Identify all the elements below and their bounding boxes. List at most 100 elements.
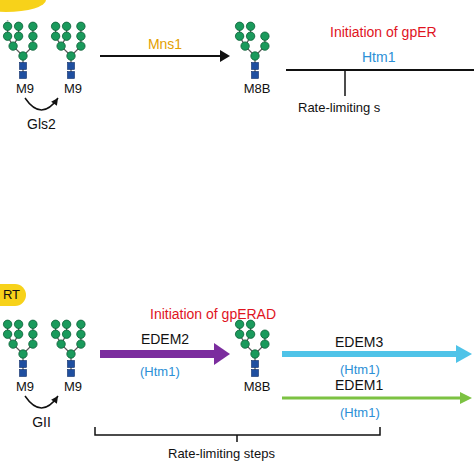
annotation-text: EDEM1 xyxy=(335,377,383,393)
mannose-circle xyxy=(77,340,85,348)
mannose-circle xyxy=(235,22,243,30)
mannose-circle xyxy=(246,32,254,40)
edem1-arrow xyxy=(282,397,460,400)
annotation-text: EDEM3 xyxy=(335,334,383,350)
mannose-circle xyxy=(241,42,249,50)
mannose-circle xyxy=(261,340,269,348)
glcnac-square xyxy=(252,72,259,79)
mannose-circle xyxy=(67,350,75,358)
annotation-text: Rate-limiting steps xyxy=(168,446,275,462)
mannose-circle xyxy=(261,32,269,40)
glcnac-square xyxy=(68,370,75,377)
glcnac-square xyxy=(20,63,27,70)
htm1-line xyxy=(286,69,474,71)
mannose-circle xyxy=(9,42,17,50)
mannose-circle xyxy=(19,350,27,358)
mannose-circle xyxy=(29,330,37,338)
glcnac-square xyxy=(68,63,75,70)
glycan-structure xyxy=(0,318,46,378)
glycan-node: M8B xyxy=(232,318,282,395)
mannose-circle xyxy=(19,52,27,60)
rate-limit-tick xyxy=(344,71,346,96)
glycan-node: M9 xyxy=(0,318,50,395)
glycan-label: M9 xyxy=(48,379,98,395)
mannose-circle xyxy=(29,320,37,328)
mannose-circle xyxy=(246,330,254,338)
glycan-node: M9 xyxy=(48,318,98,395)
annotation-text: (Htm1) xyxy=(340,405,380,421)
mannose-circle xyxy=(77,330,85,338)
annotation-text: Rate-limiting s xyxy=(298,100,380,116)
arrowhead xyxy=(220,50,230,62)
annotation-text: Initiation of gpER xyxy=(330,24,437,40)
mannose-circle xyxy=(77,42,85,50)
glycan-label: M8B xyxy=(232,81,282,97)
glycan-structure xyxy=(48,318,94,378)
edge-label: Gls2 xyxy=(27,116,56,132)
edge-label: EDEM2 xyxy=(141,331,189,347)
mannose-circle xyxy=(3,32,11,40)
er-membrane-box: RT xyxy=(0,284,26,306)
arrowhead xyxy=(214,343,230,365)
mannose-circle xyxy=(241,340,249,348)
glcnac-square xyxy=(20,72,27,79)
mannose-circle xyxy=(62,22,70,30)
glycan-structure xyxy=(232,318,278,378)
mannose-circle xyxy=(251,350,259,358)
mannose-circle xyxy=(261,42,269,50)
glycan-label: M8B xyxy=(232,379,282,395)
mannose-circle xyxy=(3,320,11,328)
mannose-circle xyxy=(251,52,259,60)
glcnac-square xyxy=(252,63,259,70)
mannose-circle xyxy=(62,320,70,328)
mannose-circle xyxy=(77,32,85,40)
mannose-circle xyxy=(3,22,11,30)
glycan-label: M9 xyxy=(0,81,50,97)
arrow-line xyxy=(100,350,215,358)
mannose-circle xyxy=(51,330,59,338)
mannose-circle xyxy=(29,32,37,40)
glycan-node: M9 xyxy=(0,20,50,97)
mannose-circle xyxy=(57,340,65,348)
glcnac-square xyxy=(252,361,259,368)
mannose-circle xyxy=(14,320,22,328)
reaction-arrow xyxy=(25,396,58,408)
glycan-node: M8B xyxy=(232,20,282,97)
mannose-circle xyxy=(246,22,254,30)
glycan-structure xyxy=(232,20,278,80)
arrowhead xyxy=(51,98,58,106)
glcnac-square xyxy=(20,370,27,377)
mannose-circle xyxy=(29,42,37,50)
arc-line xyxy=(25,98,58,110)
edem1-arrowhead xyxy=(460,392,472,404)
arc-line xyxy=(25,396,58,408)
glycan-structure xyxy=(0,20,46,80)
mannose-circle xyxy=(51,320,59,328)
glycan-label: M9 xyxy=(48,81,98,97)
region-label: RT xyxy=(0,284,26,306)
mannose-circle xyxy=(9,340,17,348)
arrow-line xyxy=(100,55,221,57)
glcnac-square xyxy=(68,361,75,368)
mannose-circle xyxy=(51,22,59,30)
annotation-text: (Htm1) xyxy=(340,362,380,378)
mannose-circle xyxy=(3,330,11,338)
mannose-circle xyxy=(29,340,37,348)
annotation-text: (Htm1) xyxy=(140,364,180,380)
mannose-circle xyxy=(14,22,22,30)
edem3-arrow xyxy=(282,351,456,357)
mannose-circle xyxy=(77,22,85,30)
edem3-arrowhead xyxy=(456,345,472,363)
reaction-arrow xyxy=(25,98,58,110)
edge-label: GII xyxy=(32,414,51,430)
bracket xyxy=(95,427,380,442)
glycan-node: M9 xyxy=(48,20,98,97)
glycan-structure xyxy=(48,20,94,80)
glcnac-square xyxy=(68,72,75,79)
arrowhead xyxy=(51,396,58,404)
mannose-circle xyxy=(235,330,243,338)
mannose-circle xyxy=(261,330,269,338)
glcnac-square xyxy=(252,370,259,377)
annotation-text: Initiation of gpERAD xyxy=(150,306,276,322)
mannose-circle xyxy=(57,42,65,50)
